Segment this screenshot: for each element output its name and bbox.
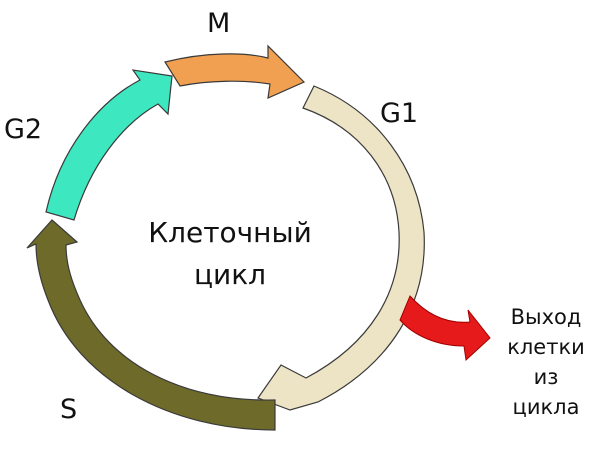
exit-label-line4: цикла bbox=[512, 395, 580, 419]
exit-label-line1: Выход bbox=[510, 305, 582, 329]
g2-arrow bbox=[45, 69, 173, 221]
phase-label-g1: G1 bbox=[380, 98, 419, 129]
cycle-title-line2: цикл bbox=[193, 258, 267, 291]
phase-label-m: M bbox=[207, 8, 231, 39]
exit-label: Выход клетки из цикла bbox=[492, 302, 600, 422]
m-arrow bbox=[164, 44, 306, 99]
phase-label-s: S bbox=[60, 394, 78, 425]
exit-arrow bbox=[399, 295, 491, 362]
cycle-title-line1: Клеточный bbox=[148, 216, 312, 249]
phase-label-g2: G2 bbox=[4, 114, 43, 145]
cycle-title: Клеточный цикл bbox=[120, 212, 340, 296]
s-arrow bbox=[26, 219, 276, 431]
exit-label-line3: из bbox=[533, 365, 559, 389]
exit-label-line2: клетки bbox=[507, 335, 585, 359]
